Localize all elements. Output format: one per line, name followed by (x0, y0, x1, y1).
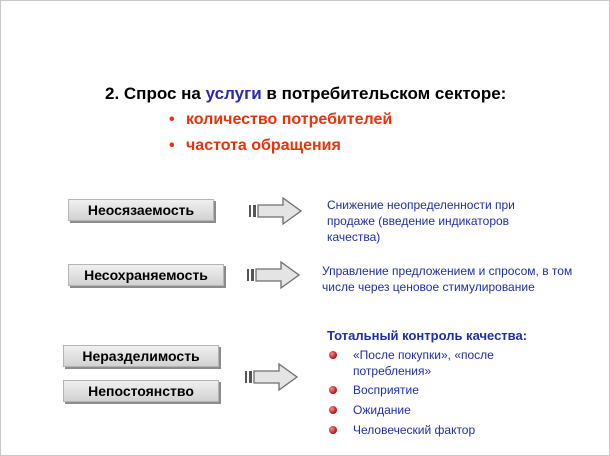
list-item: Ожидание (327, 402, 563, 418)
title-accent: услуги (205, 84, 262, 103)
title-prefix: 2. Спрос на (105, 84, 206, 103)
list-item-text: «После покупки», «после потребления» (353, 348, 494, 378)
striped-block-arrow-icon (247, 260, 301, 290)
list-item: «После покупки», «после потребления» (327, 347, 563, 379)
bullet-dot: • (169, 111, 175, 128)
demand-bullet-consumers: • количество потребителей (169, 111, 392, 129)
red-ball-icon (329, 351, 337, 359)
red-ball-icon (329, 406, 337, 414)
property-box-perishability: Несохраняемость (68, 264, 224, 286)
list-item-text: Восприятие (353, 383, 419, 397)
striped-block-arrow-icon (249, 196, 303, 226)
demand-bullet-frequency: • частота обращения (169, 137, 341, 155)
bullet-dot: • (169, 137, 175, 154)
bullet-text: количество потребителей (186, 111, 393, 128)
list-item: Человеческий фактор (327, 422, 563, 438)
striped-block-arrow-icon (245, 362, 299, 392)
list-item-text: Ожидание (353, 403, 411, 417)
property-box-variability: Непостоянство (63, 380, 219, 402)
red-ball-icon (329, 386, 337, 394)
property-box-intangibility: Неосязаемость (68, 199, 214, 221)
quality-control-list: «После покупки», «после потребления» Вос… (327, 347, 563, 438)
red-ball-icon (329, 426, 337, 434)
bullet-text: частота обращения (186, 137, 341, 154)
description-perishability: Управление предложением и спросом, в том… (322, 264, 573, 294)
description-intangibility: Снижение неопределенности при продаже (в… (327, 198, 515, 244)
property-box-inseparability: Неразделимость (63, 345, 219, 367)
list-item-text: Человеческий фактор (353, 423, 476, 437)
title-suffix: в потребительском секторе: (261, 84, 507, 103)
quality-control-title: Тотальный контроль качества: (327, 328, 528, 343)
slide-title: 2. Спрос на услуги в потребительском сек… (105, 84, 506, 104)
list-item: Восприятие (327, 382, 563, 398)
